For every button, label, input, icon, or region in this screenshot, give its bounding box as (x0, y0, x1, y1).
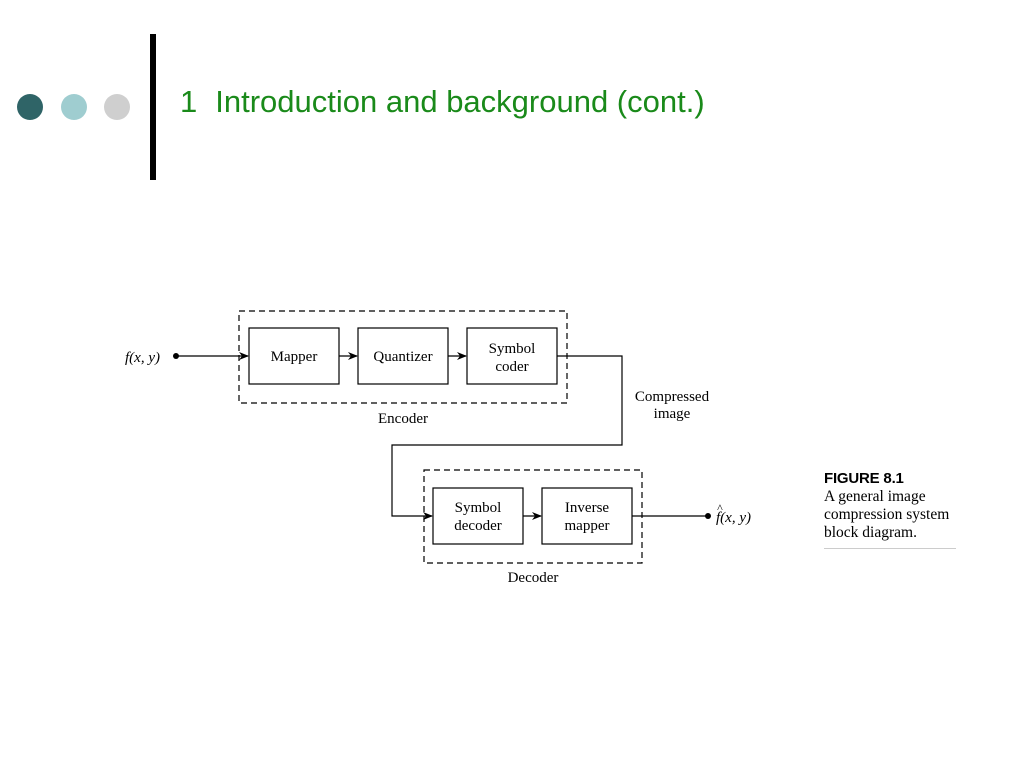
input-args: (x, y) (129, 350, 160, 366)
block-symbol-decoder-line-2: decoder (454, 518, 501, 534)
block-symbol-decoder-line-1: Symbol (455, 500, 502, 516)
block-symbol-coder: Symbol coder (466, 327, 558, 385)
block-symbol-decoder-label-2: decoder (454, 518, 501, 534)
slide-title-number: 1 (180, 84, 198, 119)
block-inverse-mapper-line-2: mapper (565, 518, 610, 534)
output-func: f (716, 510, 722, 526)
input-signal-label: f(x, y) (125, 350, 160, 366)
channel-label-line-2: image (654, 406, 691, 422)
output-signal-hat: ^ (717, 501, 723, 515)
block-symbol-coder-line-2: coder (495, 359, 528, 375)
output-signal-label: f(x, y) (716, 510, 751, 526)
figure-caption-text: A general image compression system block… (824, 488, 950, 541)
slide-title-text: Introduction and background (cont.) (215, 84, 705, 119)
input-func: f (125, 350, 131, 366)
channel-label-line-1: Compressed (635, 389, 710, 405)
output-node (705, 513, 711, 519)
block-quantizer: Quantizer (357, 327, 449, 385)
block-inverse-mapper: Inverse mapper (541, 487, 633, 545)
block-inverse-mapper-label: Inverse (565, 500, 609, 516)
block-quantizer-line-1: Quantizer (373, 349, 432, 365)
title-divider-bar (150, 34, 156, 180)
block-mapper-line-1: Mapper (271, 349, 318, 365)
block-symbol-coder-label-2: coder (495, 359, 528, 375)
block-inverse-mapper-label-2: mapper (565, 518, 610, 534)
decorative-dot-light-teal (61, 94, 87, 120)
decorative-dot-grey (104, 94, 130, 120)
compressed-channel-path (391, 355, 623, 520)
block-mapper: Mapper (248, 327, 340, 385)
caption-rule (824, 548, 956, 549)
block-mapper-label: Mapper (271, 349, 318, 365)
block-symbol-decoder-label: Symbol (455, 500, 502, 516)
figure-label: FIGURE 8.1 (824, 470, 904, 487)
encoder-label: Encoder (378, 411, 428, 427)
output-args: (x, y) (720, 510, 751, 526)
block-symbol-coder-label: Symbol (489, 341, 536, 357)
block-inverse-mapper-line-1: Inverse (565, 500, 609, 516)
block-quantizer-label: Quantizer (373, 349, 432, 365)
decoder-label: Decoder (508, 570, 559, 586)
figure-caption: FIGURE 8.1 A general image compression s… (824, 470, 956, 549)
decorative-dot-dark (17, 94, 43, 120)
block-symbol-decoder: Symbol decoder (432, 487, 524, 545)
block-symbol-coder-line-1: Symbol (489, 341, 536, 357)
slide-title: 1 Introduction and background (cont.) (180, 84, 705, 120)
